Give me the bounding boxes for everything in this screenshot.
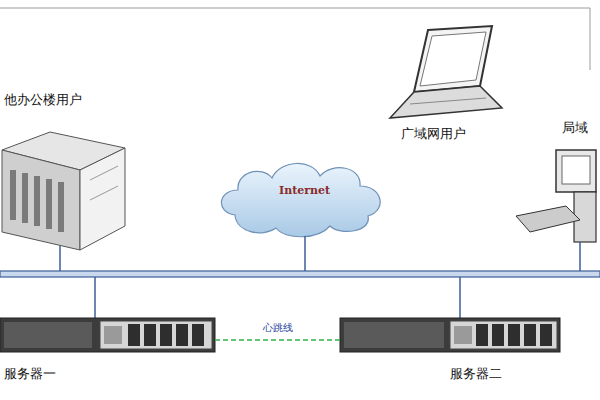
cloud-icon (221, 163, 380, 236)
network-bus (0, 271, 600, 277)
server-node: 服务器二 (340, 316, 560, 388)
server-icon (0, 318, 215, 352)
node-label: Internet (279, 184, 330, 197)
node-label: 广域网用户 (401, 126, 466, 142)
node-label: 他办公楼用户 (4, 92, 82, 108)
laptop-icon (390, 26, 502, 118)
node-label: 服务器一 (4, 366, 56, 382)
server-node: 服务器一 (0, 316, 215, 388)
building-node: 他办公楼用户 (0, 92, 130, 252)
node-label: 服务器二 (450, 366, 502, 382)
edge-label: 心跳线 (261, 322, 295, 334)
laptop-node: 广域网用户 (385, 22, 510, 150)
heartbeat-line (215, 339, 340, 341)
cloud-node: Internet (220, 158, 390, 238)
drop-wires (60, 236, 580, 318)
node-label: 局域 (562, 120, 588, 136)
server-icon (340, 318, 560, 352)
desktop-node: 局域 (514, 118, 600, 246)
building-icon (2, 132, 125, 250)
desktop-icon (516, 150, 596, 242)
